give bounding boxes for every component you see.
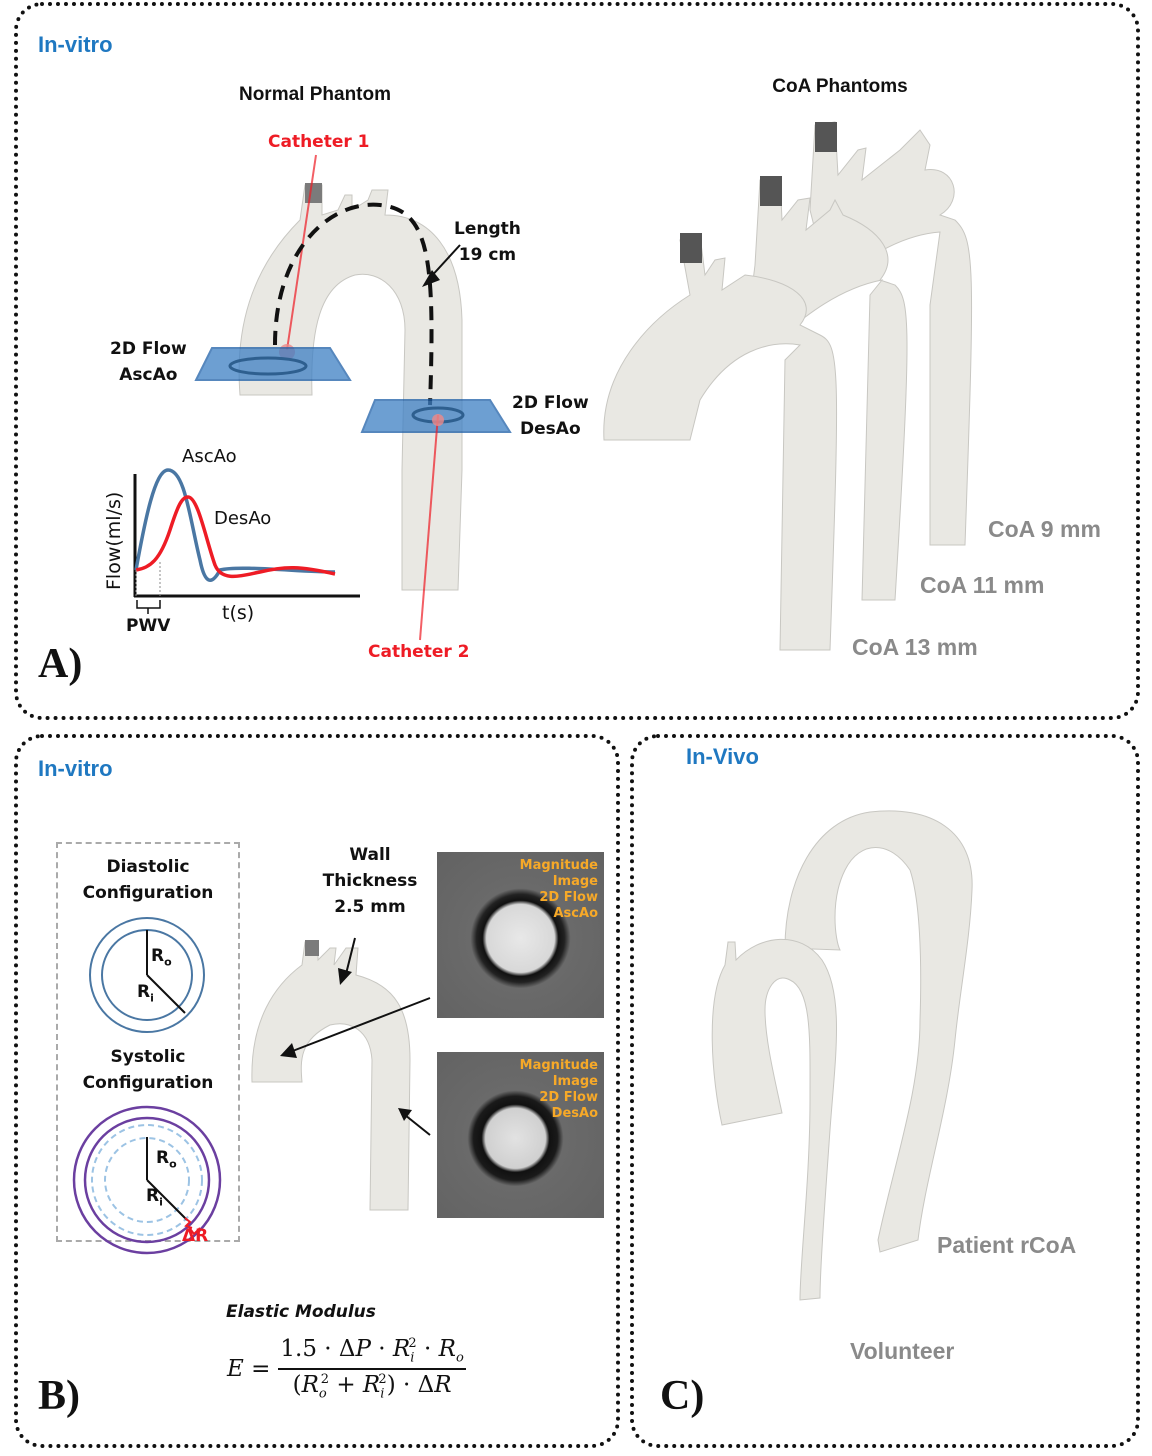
- systolic-r-o: Ro: [156, 1148, 177, 1170]
- wall-phantom-vessel: [251, 941, 411, 1211]
- panel-a-letter: A): [38, 641, 83, 687]
- coa-phantoms-heading: CoA Phantoms: [772, 76, 908, 97]
- systolic-r-i: Ri: [146, 1186, 163, 1208]
- plot-xlabel: t(s): [222, 602, 255, 624]
- panel-a-section-title: In-vitro: [38, 32, 113, 57]
- catheter-1-line: [286, 154, 317, 351]
- mri-ascao-line2: Image: [552, 874, 598, 889]
- r-o-subscript: o: [169, 1157, 177, 1171]
- mri-desao-line4: DesAo: [551, 1106, 598, 1121]
- panel-b-section-title: In-vitro: [38, 756, 113, 781]
- flow-asc-label: 2D Flow AscAo: [110, 336, 187, 388]
- diastolic-r-o: Ro: [151, 946, 172, 968]
- wall-phantom-illustration: [251, 937, 431, 1211]
- length-dashed-path: [273, 202, 434, 406]
- patient-rcoa-label: Patient rCoA: [937, 1232, 1077, 1258]
- flow-des-label: 2D Flow DesAo: [512, 390, 589, 442]
- panel-b-letter: B): [38, 1373, 80, 1419]
- panel-b-in-vitro: [14, 734, 620, 1448]
- equation-lhs: E =: [227, 1356, 271, 1383]
- coa-13mm-label: CoA 13 mm: [852, 634, 978, 660]
- wall-thickness-label: Wall Thickness 2.5 mm: [300, 842, 440, 920]
- normal-phantom-heading: Normal Phantom: [238, 84, 392, 105]
- mri-ascao-line1: Magnitude: [519, 858, 598, 873]
- wall-line3: 2.5 mm: [334, 897, 406, 917]
- systolic-line2: Configuration: [82, 1073, 214, 1093]
- catheter-1-label: Catheter 1: [268, 132, 370, 152]
- mri-desao-line2: Image: [552, 1074, 598, 1089]
- diastolic-line2: Configuration: [82, 883, 214, 903]
- coa-13mm-phantom: [603, 233, 838, 651]
- mri-ascao-line3: 2D Flow: [539, 890, 598, 905]
- panel-c-section-title: In-Vivo: [686, 744, 759, 769]
- configuration-diagrams: [72, 917, 222, 1255]
- mri-desao-label: Magnitude Image 2D Flow DesAo: [520, 1058, 598, 1122]
- length-label-line2: 19 cm: [458, 245, 517, 265]
- delta-r-label: ΔR: [182, 1226, 209, 1246]
- r-o-symbol: R: [151, 946, 165, 966]
- panel-a-in-vitro: [14, 2, 1140, 720]
- mri-ascao-image: Magnitude Image 2D Flow AscAo: [437, 852, 604, 1018]
- systolic-heading: Systolic Configuration: [56, 1044, 240, 1096]
- equation-numerator: 1.5 · ΔP · Ri2 · Ro: [278, 1336, 466, 1370]
- flow-des-line2: DesAo: [520, 419, 581, 439]
- length-label-line1: Length: [454, 219, 521, 239]
- flow-des-line1: 2D Flow: [512, 393, 589, 413]
- diastolic-r-i: Ri: [137, 982, 154, 1004]
- r-o-subscript: o: [164, 955, 172, 969]
- diastolic-heading: Diastolic Configuration: [56, 854, 240, 906]
- systolic-inner-ring: [83, 1116, 211, 1244]
- pwv-label: PWV: [126, 616, 171, 636]
- coa-11mm-phantom: [744, 176, 908, 601]
- r-i-symbol: R: [137, 982, 151, 1002]
- catheter-2-line: [419, 414, 439, 641]
- flow-asc-line2: AscAo: [119, 365, 178, 385]
- mri-ascao-line4: AscAo: [553, 906, 599, 921]
- r-i-subscript: i: [159, 1195, 163, 1209]
- equation-denominator: (Ro2 + Ri2) · ΔR: [292, 1371, 452, 1402]
- flow-asc-line1: 2D Flow: [110, 339, 187, 359]
- normal-phantom-vessel: [238, 184, 463, 591]
- panel-c-letter: C): [660, 1373, 705, 1419]
- asc-curve: [134, 468, 336, 582]
- r-o-symbol: R: [156, 1148, 170, 1168]
- r-i-subscript: i: [150, 991, 154, 1005]
- mri-desao-line3: 2D Flow: [539, 1090, 598, 1105]
- normal-phantom-illustration: [194, 154, 512, 641]
- panel-c-in-vivo: [630, 734, 1140, 1448]
- patient-rcoa-aorta: [784, 810, 973, 1253]
- coa-phantoms-illustration: [603, 121, 973, 651]
- plot-legend-asc: AscAo: [182, 446, 237, 467]
- mri-ascao-label: Magnitude Image 2D Flow AscAo: [520, 858, 598, 922]
- r-i-symbol: R: [146, 1186, 160, 1206]
- volunteer-aorta: [711, 938, 837, 1301]
- wall-line2: Thickness: [322, 871, 418, 891]
- wall-line1: Wall: [349, 845, 391, 865]
- length-label: Length 19 cm: [454, 216, 521, 268]
- elastic-modulus-equation: E = 1.5 · ΔP · Ri2 · Ro (Ro2 + Ri2) · ΔR: [226, 1336, 466, 1402]
- des-curve: [135, 495, 336, 579]
- plot-legend-des: DesAo: [214, 508, 272, 529]
- asc-plane: [194, 347, 352, 381]
- coa-9mm-label: CoA 9 mm: [988, 516, 1101, 542]
- diastolic-outer-ring: [89, 917, 205, 1033]
- flow-waveform-plot: [133, 468, 360, 614]
- delta-r-bracket: [184, 1217, 201, 1236]
- mri-desao-image: Magnitude Image 2D Flow DesAo: [437, 1052, 604, 1218]
- coa-11mm-label: CoA 11 mm: [920, 572, 1045, 598]
- systolic-outer-ring: [72, 1105, 222, 1255]
- volunteer-label: Volunteer: [850, 1338, 955, 1364]
- elastic-modulus-title: Elastic Modulus: [226, 1302, 376, 1322]
- catheter-2-label: Catheter 2: [368, 642, 470, 662]
- systolic-line1: Systolic: [110, 1047, 186, 1067]
- pwv-bracket: [136, 600, 161, 614]
- diastolic-line1: Diastolic: [106, 857, 190, 877]
- mri-desao-line1: Magnitude: [519, 1058, 598, 1073]
